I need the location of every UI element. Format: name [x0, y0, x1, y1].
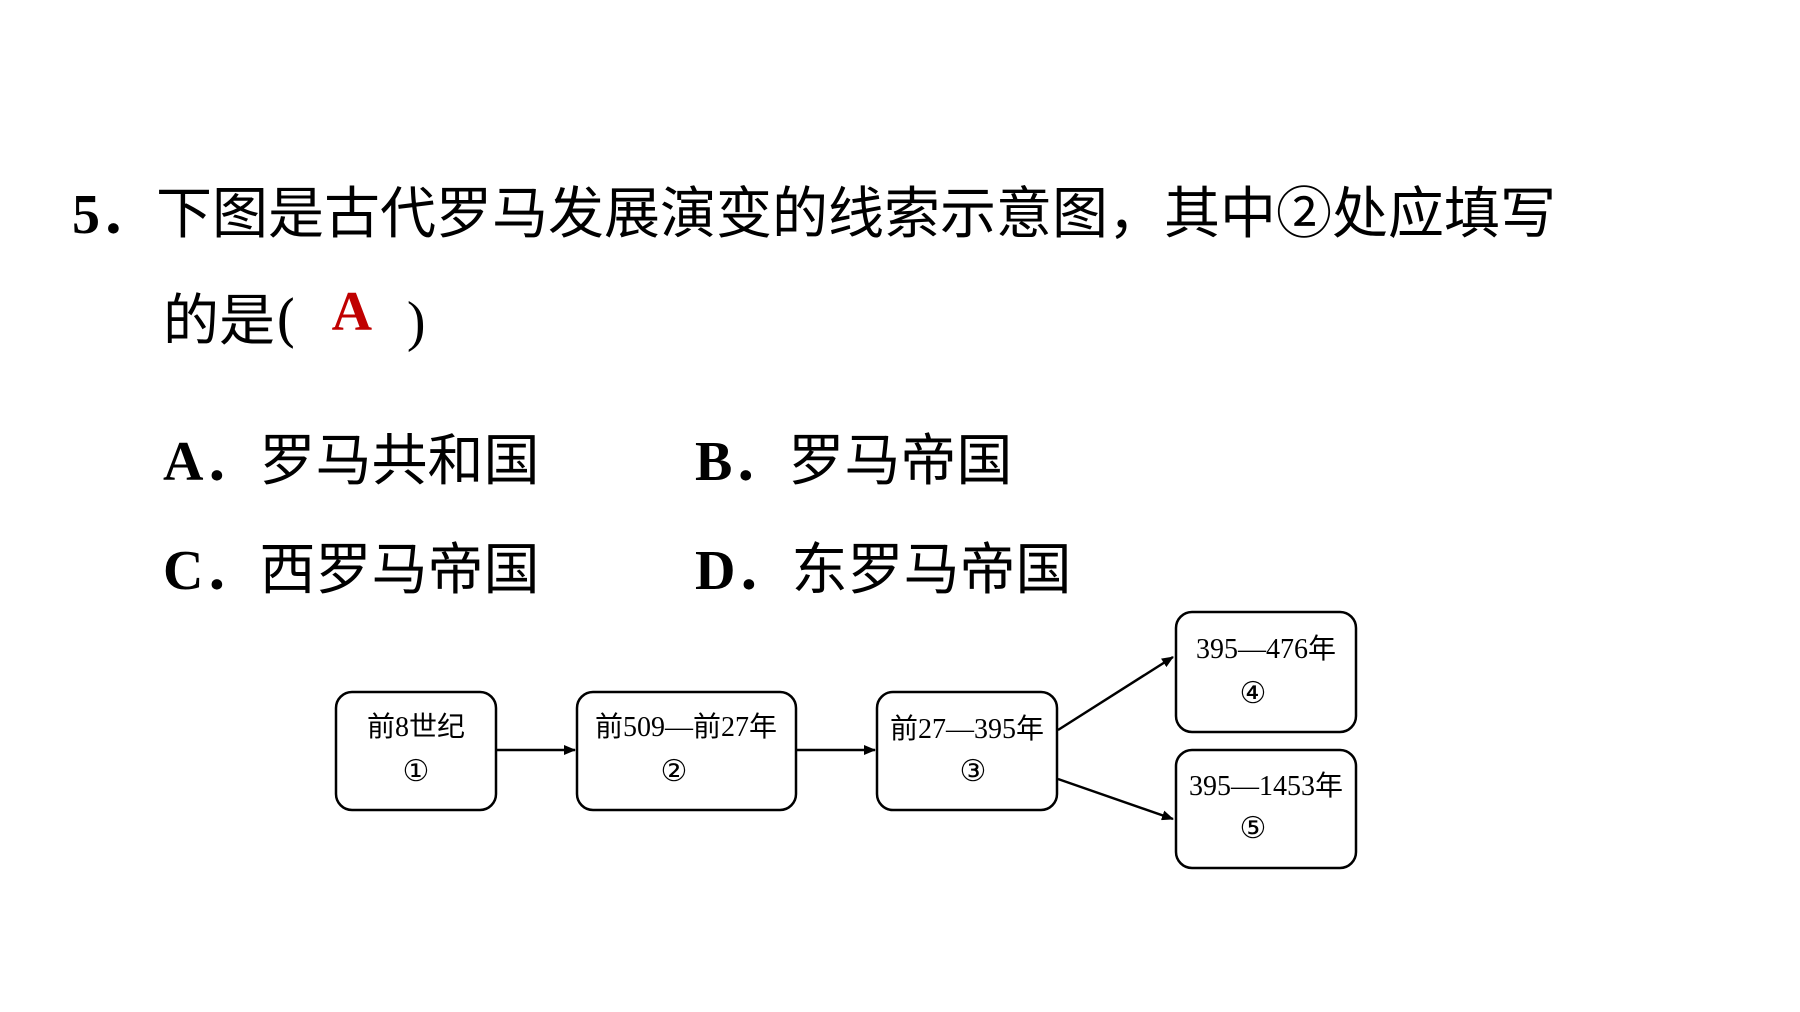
timeline-box-2: 前509—前27年 ②: [575, 690, 798, 812]
box-5-marker: ⑤: [1240, 811, 1267, 846]
option-c-text: 西罗马帝国: [259, 538, 540, 603]
option-b-letter: B．: [695, 431, 789, 493]
option-c[interactable]: C．西罗马帝国: [163, 540, 539, 602]
box-3-marker: ③: [960, 754, 987, 789]
answer-text: A: [331, 281, 373, 343]
box-1-label: 前8世纪: [367, 711, 465, 743]
question-line-1: 5．下图是古代罗马发展演变的线索示意图，其中②处应填写: [72, 184, 1556, 246]
timeline-box-1: 前8世纪 ①: [334, 690, 498, 812]
arrow-3-4: [1057, 655, 1174, 732]
timeline-box-4: 395—476年 ④: [1174, 610, 1358, 734]
option-a[interactable]: A．罗马共和国: [163, 431, 539, 493]
option-b[interactable]: B．罗马帝国: [695, 431, 1012, 493]
option-a-text: 罗马共和国: [259, 429, 540, 494]
box-1-marker: ①: [403, 754, 430, 789]
box-2-label: 前509—前27年: [595, 711, 777, 743]
option-d-text: 东罗马帝国: [791, 538, 1072, 603]
question-stem-2-suffix: ): [406, 291, 426, 353]
box-2-marker: ②: [661, 754, 688, 789]
question-number: 5．: [72, 184, 156, 246]
question-stem-2-prefix: 的是(: [163, 289, 297, 354]
option-d-letter: D．: [695, 540, 792, 602]
arrow-3-5: [1057, 777, 1174, 821]
timeline-box-3: 前27—395年 ③: [875, 690, 1059, 812]
box-4-marker: ④: [1240, 676, 1267, 711]
option-c-letter: C．: [163, 540, 260, 602]
option-d[interactable]: D．东罗马帝国: [695, 540, 1071, 602]
box-4-label: 395—476年: [1196, 633, 1336, 665]
question-stem-1: 下图是古代罗马发展演变的线索示意图，其中②处应填写: [156, 182, 1556, 247]
box-3-label: 前27—395年: [890, 713, 1044, 745]
option-b-text: 罗马帝国: [788, 429, 1013, 494]
question-line-2: 的是( A): [163, 284, 426, 353]
option-a-letter: A．: [163, 431, 260, 493]
timeline-box-5: 395—1453年 ⑤: [1174, 748, 1358, 870]
box-5-label: 395—1453年: [1189, 770, 1343, 802]
